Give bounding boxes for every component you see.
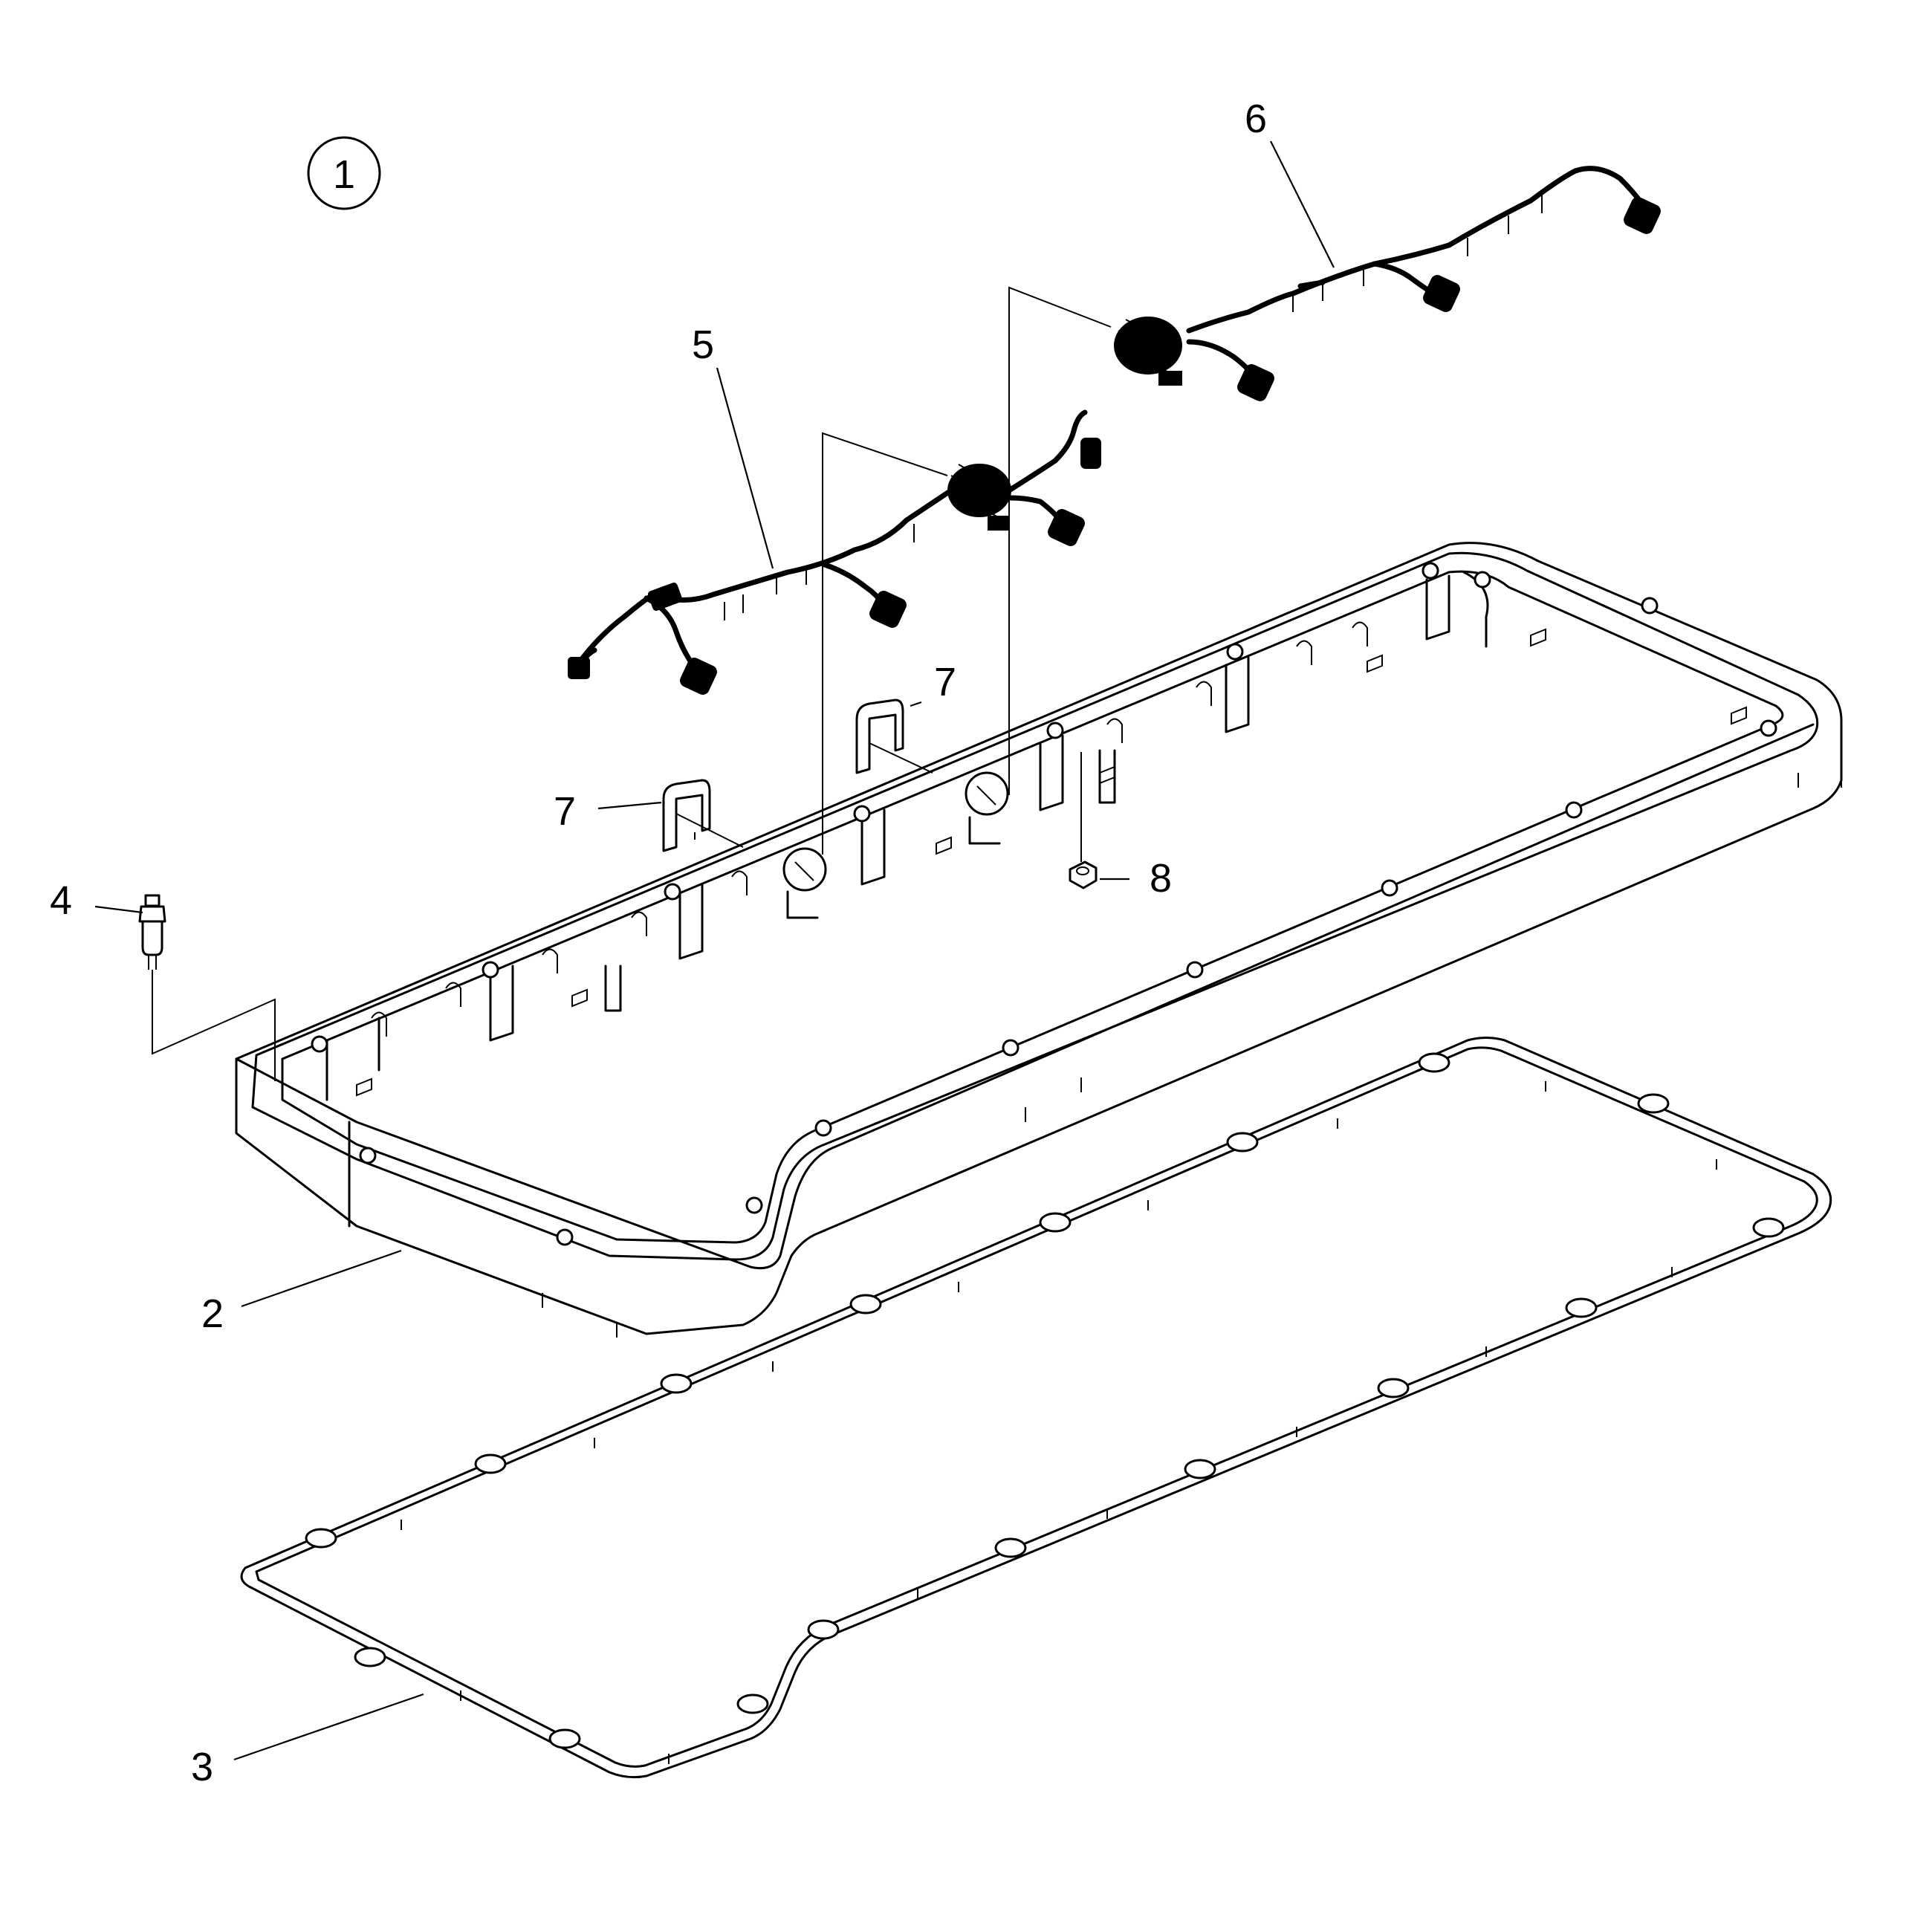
harness-front <box>568 409 1101 695</box>
svg-text:2: 2 <box>201 1291 224 1336</box>
svg-text:7: 7 <box>934 660 956 704</box>
callout-7-left: 7 <box>554 789 662 834</box>
svg-text:3: 3 <box>191 1745 213 1789</box>
callout-5: 5 <box>692 322 774 569</box>
view-number-badge: 1 <box>307 136 381 210</box>
harness-rear <box>1114 166 1661 401</box>
gasket <box>240 1037 1832 1779</box>
svg-text:6: 6 <box>1245 97 1267 141</box>
view-number: 1 <box>333 152 355 197</box>
callout-7-right: 7 <box>910 660 956 707</box>
callout-4: 4 <box>50 878 143 923</box>
svg-text:5: 5 <box>692 322 714 367</box>
clip-left <box>662 779 711 852</box>
callout-2: 2 <box>201 1249 402 1336</box>
svg-text:4: 4 <box>50 878 72 923</box>
assembly-guide-lines <box>152 286 1112 1081</box>
nut <box>1069 860 1098 889</box>
clip-right <box>855 698 904 774</box>
valve-cover <box>235 542 1843 1338</box>
callout-3: 3 <box>191 1693 424 1789</box>
stud <box>138 894 166 970</box>
callout-6: 6 <box>1245 97 1335 268</box>
callout-8: 8 <box>1100 856 1172 901</box>
svg-text:8: 8 <box>1150 856 1172 901</box>
svg-text:7: 7 <box>554 789 576 834</box>
